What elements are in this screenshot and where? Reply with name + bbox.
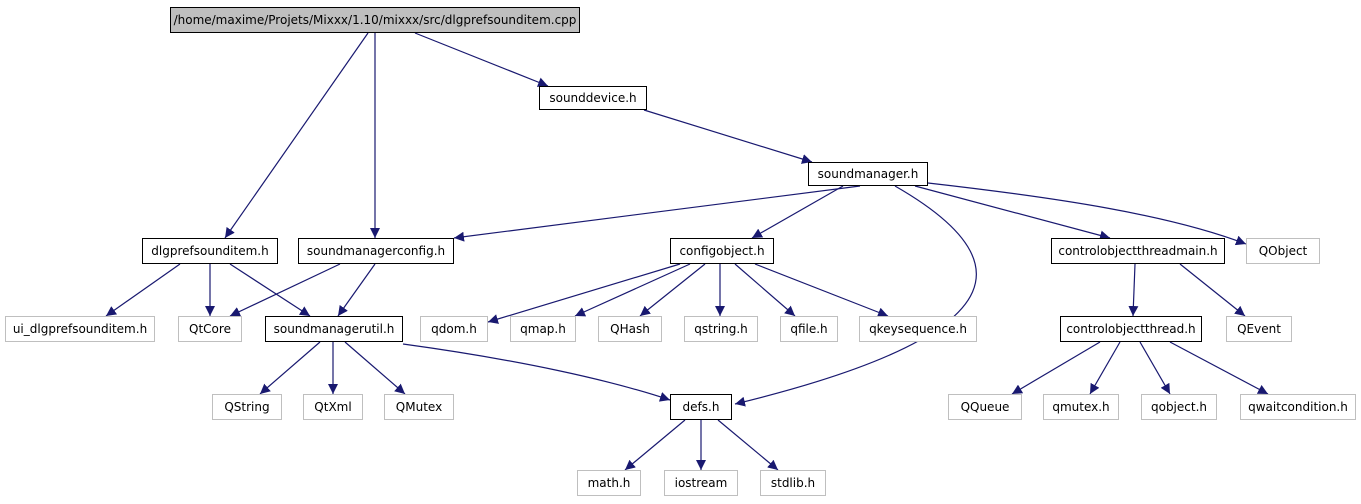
edge-configobject-qmap	[574, 263, 691, 317]
edge-soundmanager-controlobjectthreadmain	[914, 185, 1111, 241]
edge-defs-math	[624, 419, 686, 471]
edge-soundmanager-soundmanagerconfig	[453, 185, 861, 242]
edge-defs-stdlib	[717, 419, 779, 471]
node-dlgprefsounditem-h[interactable]: dlgprefsounditem.h	[142, 238, 278, 264]
edge-controlobjectthreadmain-controlobjectthread	[1128, 263, 1139, 317]
node-math: math.h	[577, 470, 641, 496]
edge-soundmanagerutil-qmutex	[344, 341, 406, 395]
node-qobject-cap: QObject	[1246, 238, 1320, 264]
edge-root-sounddevice	[414, 32, 549, 87]
node-qstring-h: qstring.h	[684, 316, 758, 342]
node-qstring-cap: QString	[212, 394, 282, 420]
edge-dlgprefsounditem-ui	[105, 263, 181, 317]
node-qmutex-h: qmutex.h	[1043, 394, 1119, 420]
edge-configobject-qfile	[734, 263, 796, 317]
node-qfile: qfile.h	[780, 316, 838, 342]
node-ui-dlgprefsounditem: ui_dlgprefsounditem.h	[5, 316, 155, 342]
edge-controlobjectthread-qqueue	[1011, 341, 1101, 395]
node-stdlib: stdlib.h	[760, 470, 826, 496]
edge-controlobjectthread-qwaitcondition	[1169, 341, 1269, 395]
node-root: /home/maxime/Projets/Mixxx/1.10/mixxx/sr…	[170, 7, 580, 33]
node-qtcore: QtCore	[178, 316, 242, 342]
edge-configobject-qhash	[639, 263, 706, 317]
node-qmap: qmap.h	[510, 316, 576, 342]
node-qtxml: QtXml	[303, 394, 363, 420]
node-qevent: QEvent	[1226, 316, 1292, 342]
node-qmutex-cap: QMutex	[384, 394, 454, 420]
edge-soundmanagerutil-qstring	[259, 341, 321, 395]
node-controlobjectthreadmain[interactable]: controlobjectthreadmain.h	[1051, 238, 1225, 264]
edge-controlobjectthread-qmutex	[1089, 341, 1121, 395]
edge-sounddevice-soundmanager	[643, 109, 813, 164]
node-soundmanagerutil[interactable]: soundmanagerutil.h	[265, 316, 403, 342]
edge-soundmanager-defs	[734, 185, 977, 407]
node-qqueue: QQueue	[948, 394, 1022, 420]
edge-soundmanagerconfig-qtcore	[229, 263, 341, 317]
edge-configobject-qdom	[487, 263, 681, 324]
node-controlobjectthread[interactable]: controlobjectthread.h	[1060, 316, 1202, 342]
node-qdom: qdom.h	[420, 316, 488, 342]
node-soundmanagerconfig[interactable]: soundmanagerconfig.h	[298, 238, 454, 264]
node-sounddevice[interactable]: sounddevice.h	[539, 86, 647, 110]
edge-soundmanager-configobject	[751, 185, 844, 239]
node-configobject[interactable]: configobject.h	[670, 238, 774, 264]
edge-soundmanagerconfig-soundmanagerutil	[337, 263, 376, 317]
edge-soundmanager-qobject	[927, 182, 1247, 246]
node-qkeysequence: qkeysequence.h	[859, 316, 977, 342]
node-qhash: QHash	[598, 316, 662, 342]
edge-controlobjectthreadmain-qevent	[1179, 263, 1246, 317]
edge-configobject-qkeysequence	[754, 263, 889, 318]
edge-controlobjectthread-qobject	[1139, 341, 1171, 395]
edge-dlgprefsounditem-soundmanagerutil	[229, 263, 311, 317]
node-iostream: iostream	[664, 470, 738, 496]
edge-root-dlgprefsounditem	[224, 32, 369, 239]
node-soundmanager[interactable]: soundmanager.h	[808, 162, 928, 186]
node-qwaitcondition: qwaitcondition.h	[1240, 394, 1356, 420]
node-defs[interactable]: defs.h	[670, 394, 732, 420]
node-qobject-h: qobject.h	[1141, 394, 1217, 420]
edge-soundmanagerutil-defs	[402, 343, 671, 402]
